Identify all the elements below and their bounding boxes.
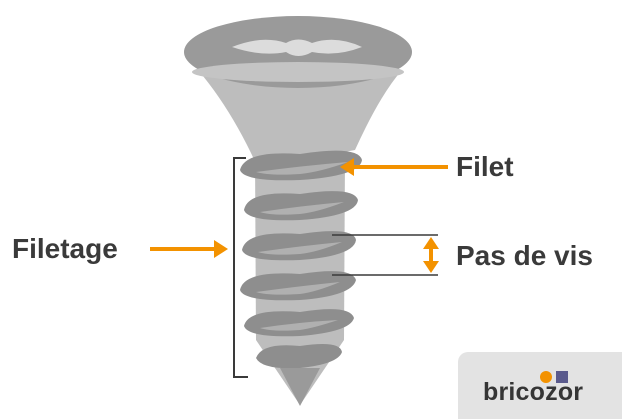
label-filetage: Filetage: [12, 233, 118, 264]
arrow-icon: [340, 158, 448, 176]
arrow-icon: [150, 240, 228, 258]
phillips-recess: [232, 39, 362, 56]
label-pas-de-vis: Pas de vis: [456, 240, 593, 271]
screw-head-cone: [198, 70, 402, 168]
screw-illustration: [184, 16, 412, 406]
pitch-marker: [332, 234, 438, 276]
brand-logo-box: [458, 352, 622, 419]
brand-logo: bricozor: [483, 378, 584, 406]
bracket: [233, 157, 248, 378]
brand-dot-icon: [540, 371, 552, 383]
brand-square-icon: [556, 371, 568, 383]
double-arrow-icon: [423, 237, 439, 273]
label-filet: Filet: [456, 151, 514, 182]
